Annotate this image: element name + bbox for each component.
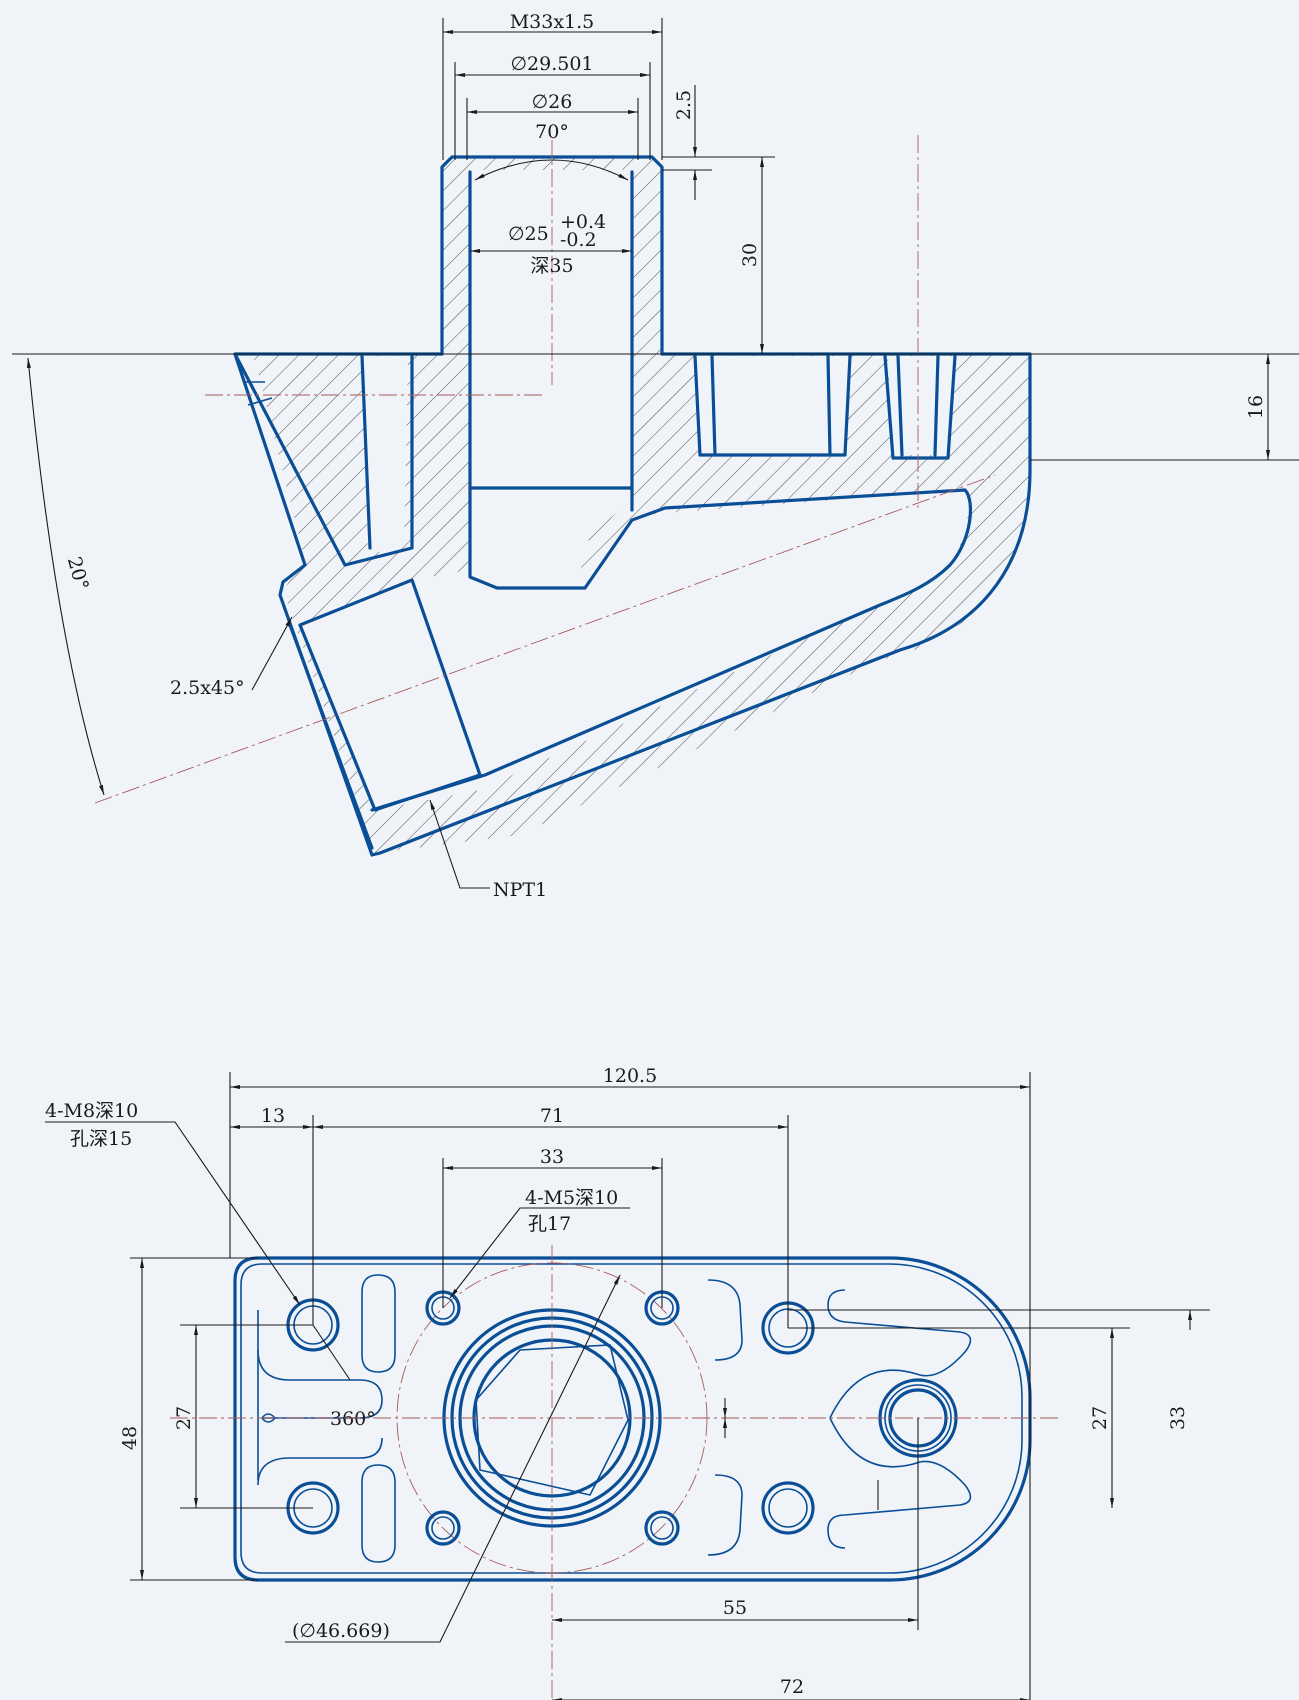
left-lug	[243, 381, 273, 406]
label-overall-length: 120.5	[603, 1065, 657, 1087]
leader-m5	[449, 1207, 630, 1299]
label-m8-callout-1: 4-M8深10	[45, 1100, 138, 1122]
label-large-hole-pitch: 71	[540, 1105, 564, 1127]
section-outline	[233, 155, 1032, 857]
label-right-hole-spacing: 27	[1089, 1406, 1111, 1430]
leader-bolt-circle	[285, 1274, 621, 1643]
label-minor-diameter: ∅26	[532, 91, 573, 113]
leader-chamfer	[251, 616, 293, 691]
central-inner-hex	[475, 1344, 629, 1496]
right-web-slot-bottom	[707, 1474, 743, 1556]
dim-20-arc	[26, 357, 105, 796]
label-outlet-angle: 20°	[63, 554, 93, 592]
dim-70-arc	[474, 159, 629, 181]
left-pocket-void	[362, 356, 408, 555]
leader-npt	[429, 799, 490, 889]
boss-bore-void	[470, 170, 632, 590]
plan-outline	[233, 1256, 1032, 1582]
label-cone-angle: 70°	[535, 121, 569, 143]
label-flange-depth: 16	[1245, 395, 1267, 419]
label-m5-callout-1: 4-M5深10	[525, 1187, 618, 1209]
outlet-inner-edge	[288, 623, 374, 850]
label-bore: ∅25	[508, 223, 549, 245]
label-pitch-diameter: ∅29.501	[510, 53, 593, 75]
outlet-bore	[298, 578, 482, 812]
hole-m8-bottom-right	[761, 1481, 815, 1535]
hole-m5-bottom-left	[425, 1510, 461, 1546]
left-slot	[257, 1310, 277, 1480]
label-bore-tol-lower: -0.2	[560, 229, 597, 251]
counterbore-1	[693, 354, 852, 457]
boss-bore	[370, 170, 972, 812]
leader-m8	[45, 1121, 301, 1306]
label-boss-height: 30	[739, 243, 761, 267]
label-left-hole-spacing: 27	[173, 1406, 195, 1430]
outlet-void	[300, 490, 968, 810]
left-rib	[233, 352, 414, 567]
section-view: M33x1.5 ∅29.501 ∅26 70° ∅25 +0.4 -0.2 深3…	[12, 11, 1299, 901]
counterbore-2	[883, 354, 957, 460]
left-web-slot-bottom	[361, 1464, 396, 1563]
label-center-to-boss: 55	[723, 1597, 747, 1619]
label-overall-width: 48	[119, 1426, 141, 1450]
right-web-slot-top	[707, 1279, 743, 1361]
label-small-hole-pitch: 33	[540, 1146, 564, 1168]
label-m8-callout-2: 孔深15	[70, 1128, 132, 1150]
plan-view: 360°	[45, 1065, 1210, 1700]
left-web-slot	[361, 1274, 396, 1373]
plan-outline-inner	[240, 1263, 1023, 1574]
label-outlet-chamfer: 2.5x45°	[170, 677, 245, 699]
hole-m5-bottom-right	[644, 1510, 680, 1546]
label-bolt-circle: (∅46.669)	[292, 1620, 390, 1642]
left-relief	[257, 1349, 383, 1486]
label-outlet-thread: NPT1	[493, 879, 547, 901]
label-edge-to-hole: 13	[261, 1105, 285, 1127]
label-bore-tol-upper: +0.4	[560, 211, 606, 233]
outlet-axis	[94, 474, 996, 804]
right-fork-slot	[827, 1289, 972, 1549]
label-bore-depth: 深35	[530, 255, 573, 277]
label-m5-callout-2: 孔17	[528, 1213, 571, 1235]
left-pocket	[360, 354, 372, 550]
label-slot-angle: 360°	[330, 1408, 376, 1430]
label-thread-size: M33x1.5	[510, 11, 595, 33]
label-chamfer-height: 2.5	[673, 90, 695, 120]
label-right-width: 33	[1167, 1406, 1189, 1430]
label-center-to-end: 72	[780, 1676, 804, 1698]
counterbore-void-1	[695, 356, 850, 455]
